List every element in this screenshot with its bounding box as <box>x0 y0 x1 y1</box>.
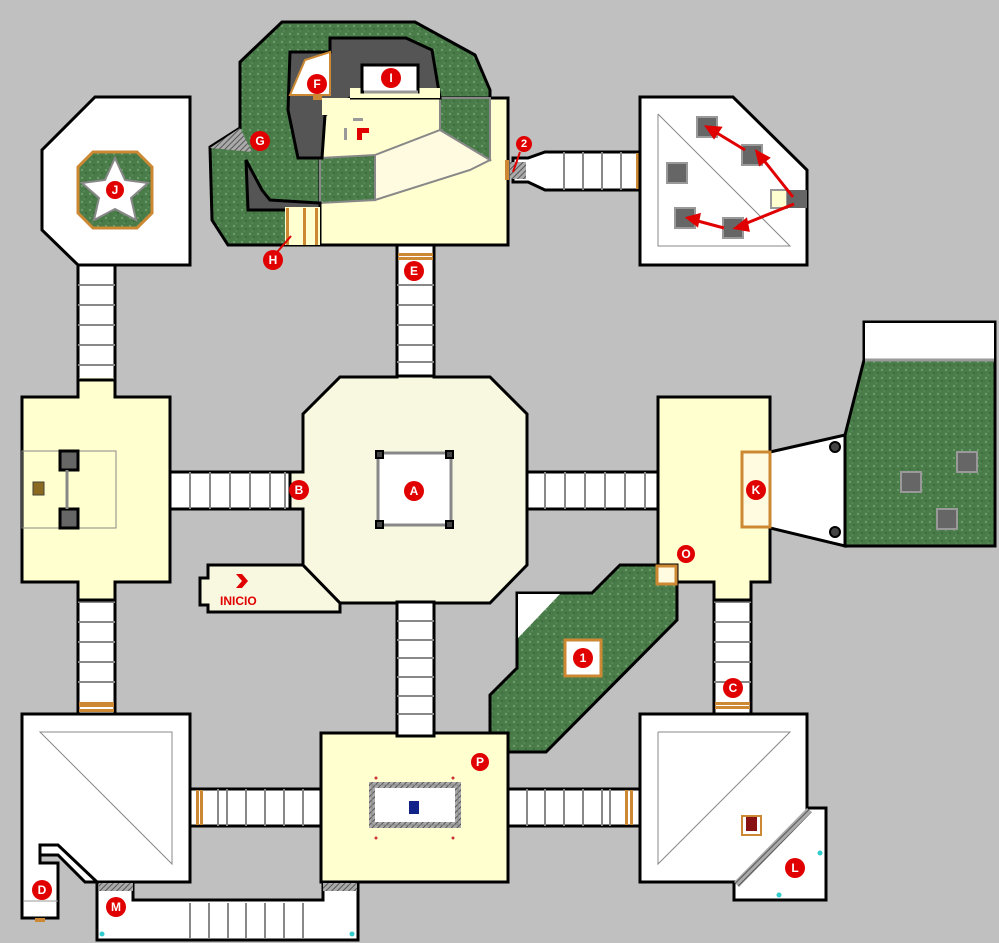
north-complex <box>208 20 521 259</box>
svg-text:C: C <box>729 681 738 695</box>
marker-i: I <box>381 68 401 88</box>
start-label: INICIO <box>220 594 257 608</box>
svg-text:2: 2 <box>521 138 527 150</box>
marker-b: B <box>289 480 309 500</box>
svg-text:G: G <box>255 134 264 148</box>
svg-text:M: M <box>111 900 121 914</box>
svg-text:I: I <box>389 71 392 85</box>
east-room <box>656 320 997 602</box>
svg-text:H: H <box>269 253 278 267</box>
south-room <box>319 731 510 884</box>
marker-d: D <box>32 880 52 900</box>
svg-text:P: P <box>476 755 484 769</box>
west-room <box>20 378 172 602</box>
blue-key-icon <box>409 801 419 814</box>
key-item-icon <box>32 481 45 496</box>
svg-text:B: B <box>295 483 304 497</box>
southeast-room <box>638 712 828 902</box>
svg-text:J: J <box>112 183 119 197</box>
marker-c: C <box>723 678 743 698</box>
markers: A B C D E F G H I J K L M O P 1 2 INICIO <box>32 68 805 917</box>
marker-l: L <box>785 858 805 878</box>
marker-e: E <box>404 261 424 281</box>
marker-2: 2 <box>516 136 532 152</box>
svg-text:K: K <box>752 483 761 497</box>
svg-text:O: O <box>681 547 690 561</box>
southwest-room <box>20 712 360 942</box>
marker-h: H <box>263 250 283 270</box>
svg-text:1: 1 <box>580 651 587 665</box>
marker-p: P <box>471 753 489 771</box>
svg-text:L: L <box>791 861 798 875</box>
svg-text:F: F <box>313 77 320 91</box>
northeast-room <box>638 95 809 267</box>
marker-1: 1 <box>573 648 593 668</box>
marker-k: K <box>746 480 766 500</box>
marker-a: A <box>404 481 424 501</box>
red-key-icon <box>746 817 757 831</box>
marker-f: F <box>307 74 327 94</box>
svg-text:A: A <box>410 484 419 498</box>
svg-text:D: D <box>38 883 47 897</box>
corridors <box>76 150 753 828</box>
marker-m: M <box>106 897 126 917</box>
svg-text:E: E <box>410 264 418 278</box>
marker-o: O <box>677 545 695 563</box>
marker-g: G <box>250 131 270 151</box>
room-j <box>40 95 192 267</box>
marker-j: J <box>106 181 124 199</box>
